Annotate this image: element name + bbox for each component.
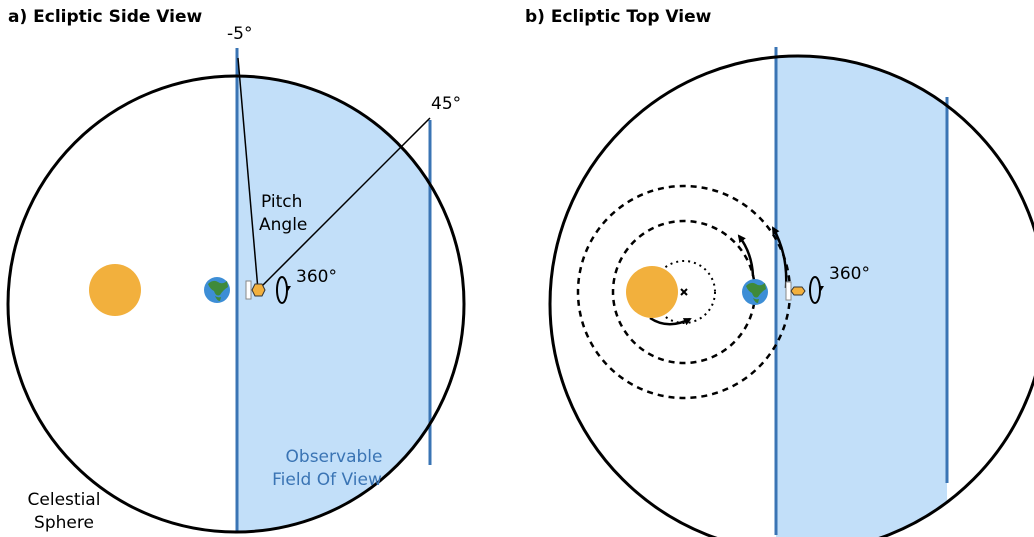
inner-orbit-arrow-icon	[649, 316, 692, 326]
earth-orbit-arrow-icon	[737, 234, 755, 277]
sun-icon	[89, 264, 141, 316]
fov-label-line1: Observable	[286, 447, 383, 467]
angle-label-45: 45°	[431, 94, 461, 114]
pitch-angle-label-line1: Pitch	[261, 192, 302, 212]
panel-b-title: b) Ecliptic Top View	[525, 7, 712, 27]
barycenter-cross-icon	[680, 288, 688, 296]
fov-label-line2: Field Of View	[272, 470, 382, 490]
spacecraft-icon-b	[785, 281, 806, 301]
panel-a: a) Ecliptic Side View	[6, 7, 466, 534]
field-of-view-band-b	[776, 56, 947, 537]
angle-label-minus5: -5°	[227, 24, 252, 44]
pitch-line-minus5	[237, 57, 259, 291]
celestial-sphere-label-line2: Sphere	[34, 513, 94, 533]
rotation-arrow-icon	[276, 276, 291, 304]
pitch-line-45	[257, 117, 431, 291]
panel-a-title: a) Ecliptic Side View	[8, 7, 203, 27]
rotation-label-a: 360°	[296, 267, 337, 287]
field-of-view-band	[237, 76, 430, 532]
pitch-angle-label-line2: Angle	[259, 215, 307, 235]
celestial-sphere-outline-b	[548, 54, 1034, 537]
rotation-label-b: 360°	[829, 264, 870, 284]
earth-icon	[204, 277, 230, 303]
earth-icon-b	[742, 279, 768, 305]
celestial-sphere-outline	[6, 74, 466, 534]
field-of-view-fill-b	[776, 56, 947, 537]
sun-icon-b	[626, 266, 678, 318]
rotation-arrow-icon-b	[809, 276, 824, 304]
celestial-sphere-label-line1: Celestial	[28, 490, 101, 510]
spacecraft-icon	[245, 280, 266, 300]
panel-b: b) Ecliptic Top View	[525, 7, 1034, 537]
field-of-view-fill	[237, 76, 430, 532]
